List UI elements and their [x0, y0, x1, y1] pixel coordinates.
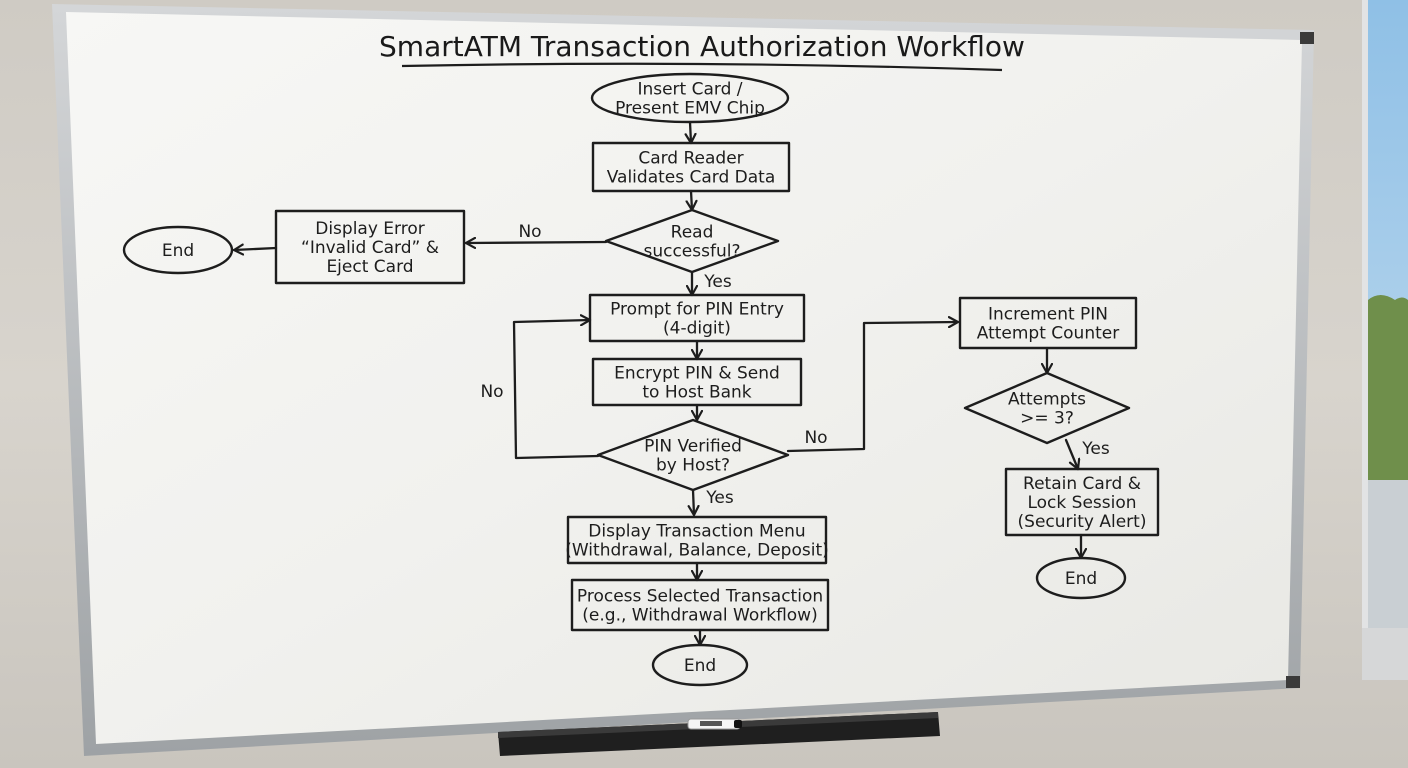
whiteboard	[52, 4, 1314, 756]
edge-attempts-to-retain	[1064, 438, 1078, 471]
node-menu: Display Transaction Menu(Withdrawal, Bal…	[565, 515, 829, 565]
node-process-tx: Process Selected Transaction(e.g., Withd…	[570, 578, 830, 632]
edge-label: No	[518, 222, 541, 242]
node-pin-prompt: Prompt for PIN Entry(4-digit)	[588, 293, 806, 343]
node-text-line: to Host Bank	[642, 383, 751, 403]
edge-validate-to-read-ok	[691, 189, 692, 212]
edge-label: Yes	[1081, 439, 1110, 459]
node-text-line: Increment PIN	[988, 305, 1108, 325]
node-text-line: Display Error	[315, 219, 425, 239]
node-text-line: >= 3?	[1020, 409, 1074, 429]
process-shape	[958, 296, 1138, 350]
process-shape	[591, 141, 791, 193]
edge-label: Yes	[703, 272, 732, 292]
node-attempts: Attempts>= 3?	[963, 371, 1131, 445]
edge-error-to-end-left	[232, 248, 278, 250]
decision-shape	[963, 371, 1131, 445]
node-text-line: (e.g., Withdrawal Workflow)	[582, 606, 817, 626]
node-text-line: Read	[671, 223, 714, 243]
node-text-line: Process Selected Transaction	[577, 587, 823, 607]
process-shape	[570, 578, 830, 632]
terminal-shape	[1035, 556, 1127, 600]
edge-label: No	[480, 382, 503, 402]
decision-shape	[596, 418, 790, 492]
edge-start-to-validate	[690, 120, 691, 145]
node-text-line: Lock Session	[1027, 493, 1136, 513]
node-text-line: Insert Card /	[637, 80, 742, 100]
node-text-line: Encrypt PIN & Send	[614, 364, 780, 384]
node-error: Display Error“Invalid Card” &Eject Card	[274, 209, 466, 285]
edge-label: No	[804, 428, 827, 448]
node-text-line: Display Transaction Menu	[588, 522, 805, 542]
node-text-line: Validates Card Data	[607, 168, 776, 188]
node-text-line: Card Reader	[638, 149, 743, 169]
node-text-line: End	[684, 656, 716, 676]
diagram-edges	[232, 120, 1081, 647]
process-shape	[591, 357, 803, 407]
process-shape	[274, 209, 466, 285]
node-text-line: (4-digit)	[663, 319, 731, 339]
terminal-shape	[651, 643, 749, 687]
node-text-line: (Withdrawal, Balance, Deposit)	[565, 541, 829, 561]
node-text-line: successful?	[643, 242, 740, 262]
node-text-line: by Host?	[656, 456, 730, 476]
node-text-line: “Invalid Card” &	[301, 238, 439, 258]
terminal-shape	[590, 72, 790, 124]
node-end-left: End	[122, 225, 234, 275]
diagram-title-group: SmartATM Transaction Authorization Workf…	[379, 30, 1025, 72]
node-text-line: Attempt Counter	[977, 324, 1119, 344]
node-text-line: Present EMV Chip	[615, 99, 765, 119]
node-text-line: Eject Card	[326, 257, 413, 277]
edge-label: Yes	[705, 488, 734, 508]
decision-shape	[604, 208, 780, 274]
title-underline	[401, 62, 1003, 72]
node-end-right: End	[1035, 556, 1127, 600]
node-text-line: End	[1065, 569, 1097, 589]
node-end-center: End	[651, 643, 749, 687]
node-text-line: Retain Card &	[1023, 474, 1141, 494]
edge-pin-verified-to-pin-prompt	[512, 320, 600, 460]
node-text-line: Prompt for PIN Entry	[610, 300, 784, 320]
marker-tray	[498, 712, 940, 756]
whiteboard-marker-icon	[687, 718, 742, 730]
process-shape	[1004, 467, 1160, 537]
node-retain: Retain Card &Lock Session(Security Alert…	[1004, 467, 1160, 537]
window	[1362, 0, 1408, 680]
node-text-line: End	[162, 241, 194, 261]
node-text-line: PIN Verified	[644, 437, 742, 457]
diagram-title: SmartATM Transaction Authorization Workf…	[379, 30, 1025, 63]
process-shape	[566, 515, 828, 565]
edge-pin-verified-to-increment	[786, 322, 960, 453]
terminal-shape	[122, 225, 234, 275]
node-text-line: Attempts	[1008, 390, 1086, 410]
edge-read-ok-to-error	[464, 242, 608, 243]
edge-pin-verified-to-menu	[693, 488, 694, 517]
node-text-line: (Security Alert)	[1018, 512, 1147, 532]
process-shape	[588, 293, 806, 343]
node-start: Insert Card /Present EMV Chip	[590, 72, 790, 124]
